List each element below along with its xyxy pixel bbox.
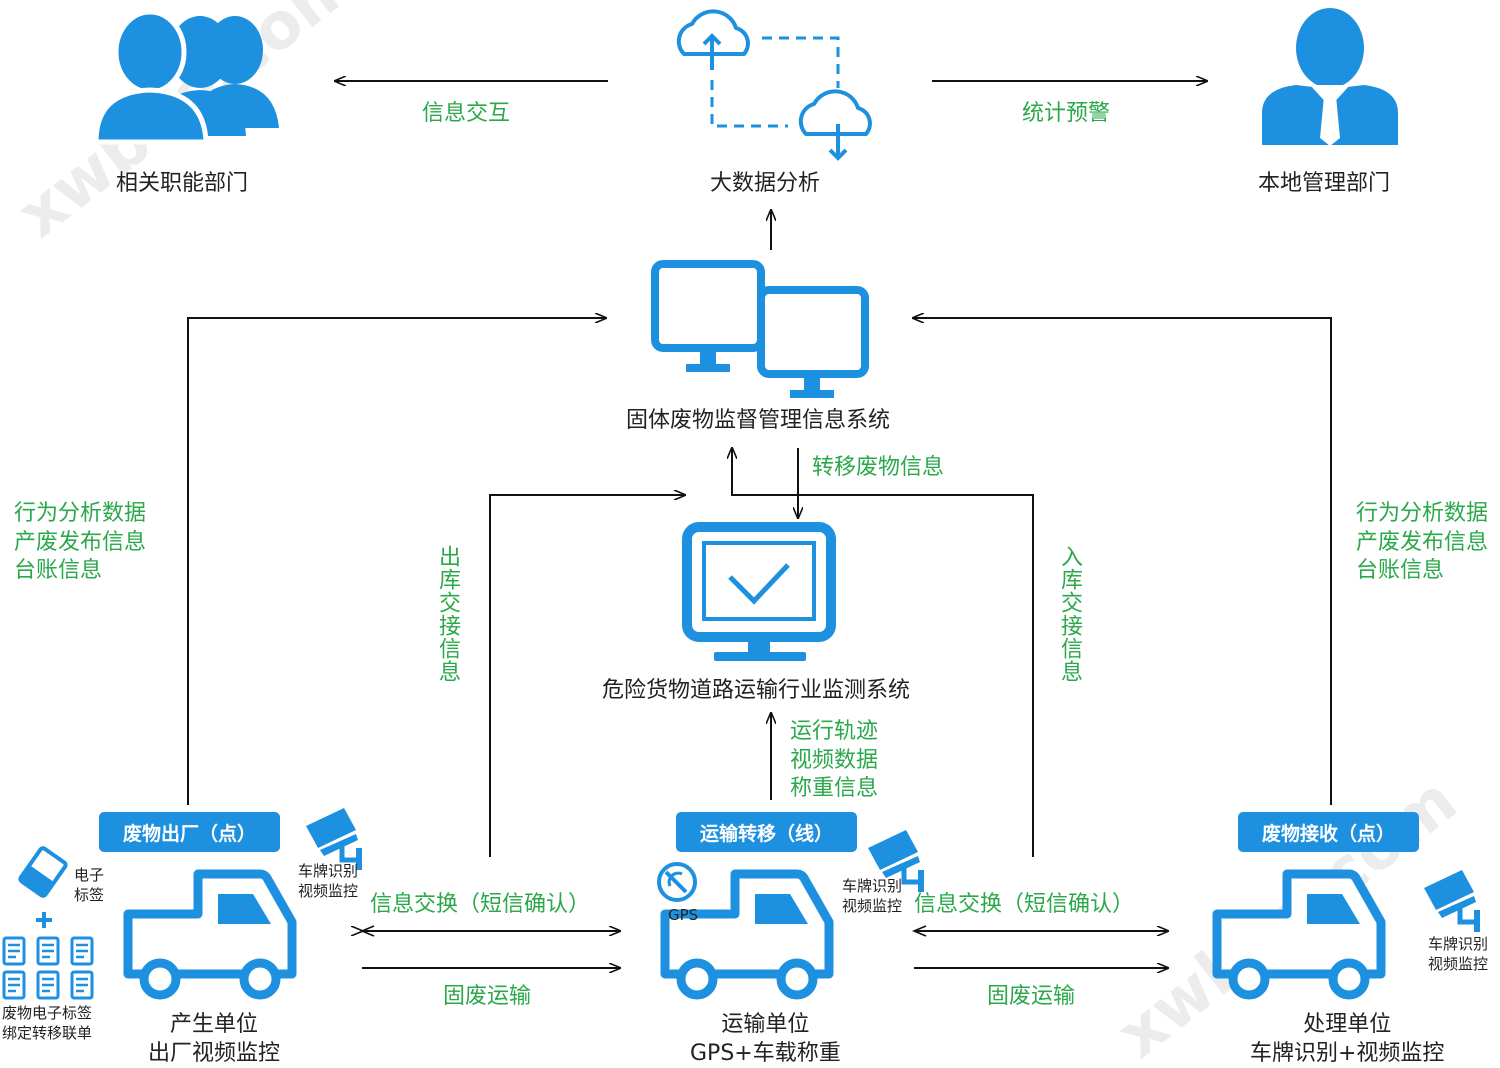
camera-label-mid: 车牌识别 视频监控 <box>842 877 903 915</box>
checked-monitor-icon <box>682 522 836 661</box>
badge-factory-out: 废物出厂（点） <box>99 812 280 852</box>
manager-icon <box>1262 8 1398 146</box>
label-outbound: 出库交接信息 <box>435 545 460 683</box>
document-icon <box>2 936 94 1000</box>
node-hazmat-system: 危险货物道路运输行业监测系统 <box>602 678 911 703</box>
label-behavior-left: 行为分析数据 产废发布信息 台账信息 <box>14 501 147 584</box>
label-track-data: 运行轨迹 视频数据 称重信息 <box>790 719 879 802</box>
badge-receive: 废物接收（点） <box>1238 812 1419 852</box>
tag-icon <box>18 846 68 928</box>
inbound-connector <box>732 448 1034 857</box>
camera-icon-left <box>306 808 362 870</box>
label-sms-right: 信息交换（短信确认） <box>914 892 1135 917</box>
camera-icon-right <box>1424 870 1480 932</box>
node-local-admin: 本地管理部门 <box>1258 171 1391 196</box>
label-transfer-info: 转移废物信息 <box>812 455 945 480</box>
camera-label-left: 车牌识别 视频监控 <box>298 862 359 900</box>
label-sms-left: 信息交换（短信确认） <box>370 892 591 917</box>
badge-transfer: 运输转移（线） <box>676 812 857 852</box>
node-departments: 相关职能部门 <box>116 171 249 196</box>
cloud-sync-icon <box>676 9 872 161</box>
label-transport-right: 固废运输 <box>987 984 1076 1009</box>
etag-bind-label: 废物电子标签 绑定转移联单 <box>2 1004 93 1042</box>
label-stats-warning: 统计预警 <box>1022 101 1111 126</box>
node-big-data: 大数据分析 <box>710 171 821 196</box>
node-solid-waste-system: 固体废物监督管理信息系统 <box>626 408 891 433</box>
node-transporter: 运输单位 GPS+车载称重 <box>690 1012 841 1066</box>
dual-monitor-icon <box>651 260 869 398</box>
label-info-exchange: 信息交互 <box>422 101 511 126</box>
gps-icon <box>657 862 697 902</box>
label-inbound: 入库交接信息 <box>1057 545 1082 683</box>
camera-label-right: 车牌识别 视频监控 <box>1428 935 1489 973</box>
truck-icon-producer <box>128 874 292 995</box>
gps-label: GPS <box>668 906 699 924</box>
people-icon <box>93 9 279 145</box>
left-connector <box>187 318 606 805</box>
node-processor: 处理单位 车牌识别+视频监控 <box>1250 1012 1445 1066</box>
label-transport-left: 固废运输 <box>443 984 532 1009</box>
etag-label: 电子 标签 <box>74 866 105 904</box>
label-behavior-right: 行为分析数据 产废发布信息 台账信息 <box>1356 501 1489 584</box>
outbound-connector <box>489 495 685 857</box>
right-connector <box>913 318 1332 805</box>
node-producer: 产生单位 出厂视频监控 <box>148 1012 281 1066</box>
truck-icon-processor <box>1217 874 1381 995</box>
